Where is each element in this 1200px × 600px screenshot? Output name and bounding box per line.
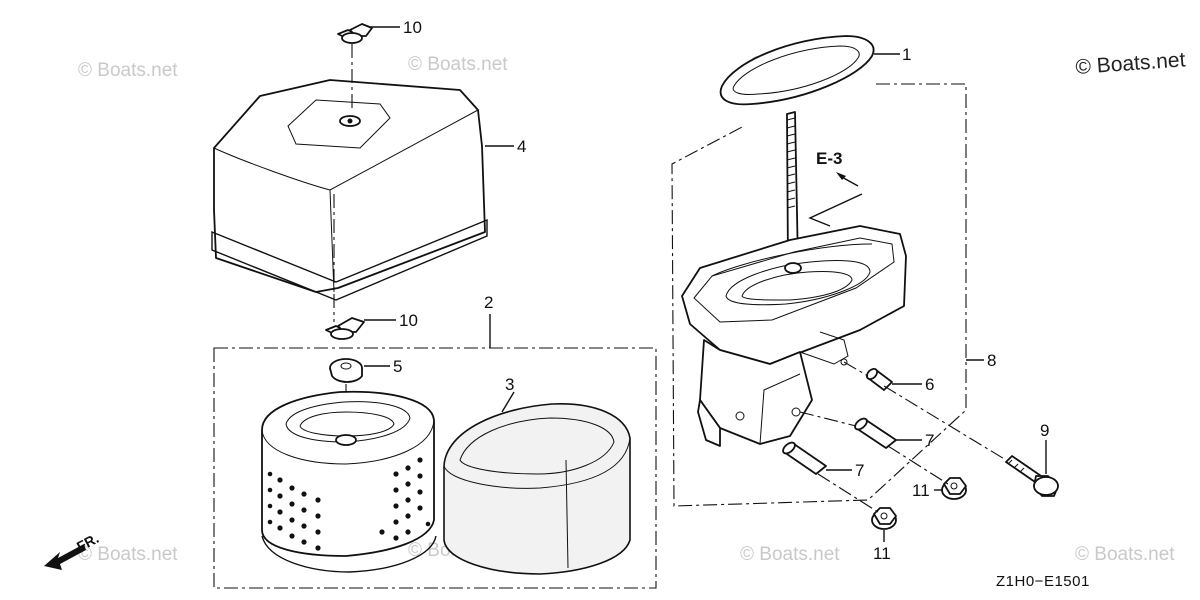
foam-pre-filter xyxy=(443,403,631,575)
watermark-brand: © Boats.net xyxy=(1075,48,1187,79)
wing-nut-upper xyxy=(337,23,373,44)
reference-arrow xyxy=(808,172,863,227)
air-cleaner-cover xyxy=(211,79,488,301)
watermark: © Boats.net xyxy=(740,544,840,565)
diagram-code: Z1H0−E1501 xyxy=(996,573,1090,590)
callout-3: 3 xyxy=(505,375,514,394)
grommet xyxy=(329,358,363,383)
flange-bolt xyxy=(1005,455,1059,497)
callout-7-lower: 7 xyxy=(855,461,864,480)
air-cleaner-case xyxy=(681,225,907,447)
pin-7-lower xyxy=(782,441,827,475)
callout-10-upper: 10 xyxy=(403,18,422,37)
callout-2: 2 xyxy=(484,293,493,312)
section-reference: E-3 xyxy=(816,149,842,168)
callout-4: 4 xyxy=(517,137,526,156)
watermark: © Boats.net xyxy=(408,54,508,75)
callout-9: 9 xyxy=(1040,421,1049,440)
callout-5: 5 xyxy=(393,357,402,376)
element-group-box xyxy=(213,347,657,589)
callout-10-lower: 10 xyxy=(399,311,418,330)
watermark: © Boats.net xyxy=(78,544,178,565)
callout-8: 8 xyxy=(987,351,996,370)
case-group-box xyxy=(671,83,967,507)
callout-1: 1 xyxy=(902,45,911,64)
pin-6 xyxy=(866,368,893,391)
wing-nut-lower xyxy=(325,317,365,340)
flange-nut-right xyxy=(941,477,967,500)
air-filter-element xyxy=(261,390,437,573)
callout-6: 6 xyxy=(925,375,934,394)
flange-nut-bottom xyxy=(871,507,897,530)
callout-11-bottom: 11 xyxy=(873,544,891,563)
watermark: © Boats.net xyxy=(1075,544,1175,565)
callout-11-right: 11 xyxy=(912,481,930,500)
gasket xyxy=(719,35,875,106)
pin-7-upper xyxy=(854,417,897,449)
watermark: © Boats.net xyxy=(78,60,178,81)
callout-7-upper: 7 xyxy=(925,431,934,450)
